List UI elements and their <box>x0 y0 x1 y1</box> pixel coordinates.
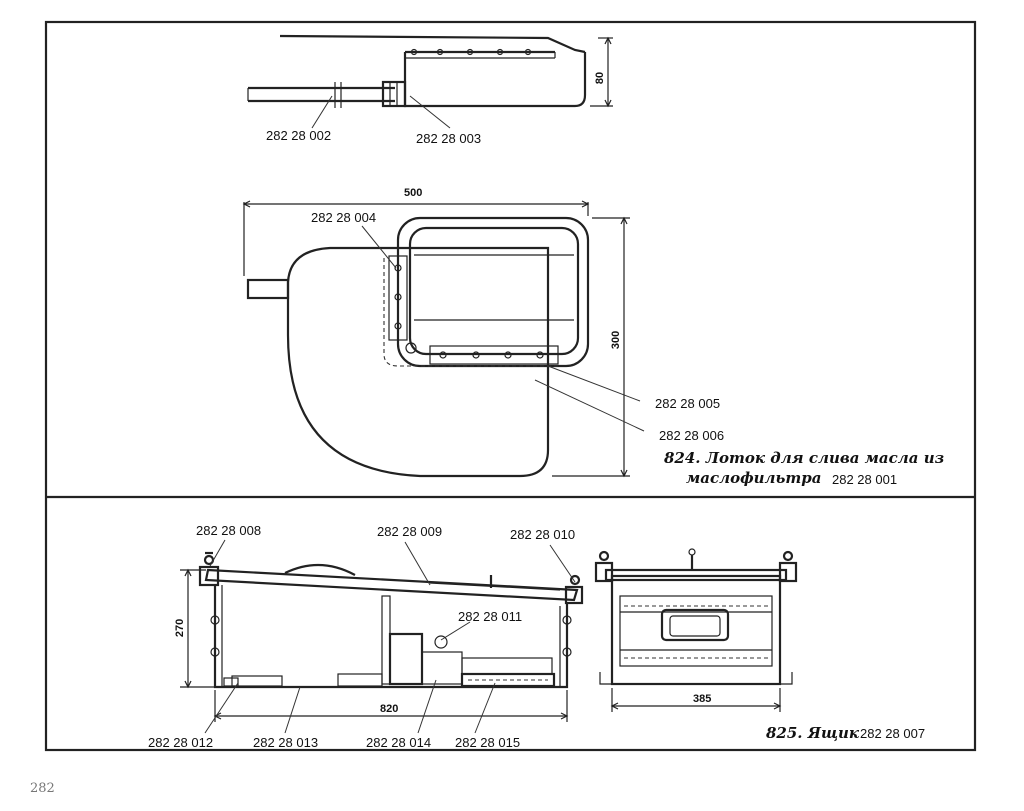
dim-height-270: 270 <box>174 619 186 637</box>
tray-plan-view <box>242 200 645 478</box>
dim-length-820: 820 <box>380 703 398 715</box>
page-number: 282 <box>30 781 55 796</box>
part-label: 282 28 011 <box>458 609 522 624</box>
tray-side-view <box>247 34 613 129</box>
figure-825-caption: 825. Ящик <box>766 724 860 742</box>
part-label: 282 28 015 <box>455 735 520 750</box>
page-frame <box>44 20 977 752</box>
part-label: 282 28 009 <box>377 524 442 539</box>
part-label: 282 28 003 <box>416 131 481 146</box>
box-side-section <box>180 539 584 734</box>
part-label: 282 28 006 <box>659 428 724 443</box>
figure-824-code: 282 28 001 <box>832 472 897 487</box>
dim-width-385: 385 <box>693 693 711 705</box>
box-end-view <box>594 548 798 712</box>
figure-825-code: 282 28 007 <box>860 726 925 741</box>
part-label: 282 28 002 <box>266 128 331 143</box>
dim-width-300: 300 <box>610 331 622 349</box>
part-label: 282 28 014 <box>366 735 431 750</box>
figure-824-caption: 824. Лоток для слива масла из <box>664 449 944 467</box>
figure-824-caption-line2: маслофильтра <box>686 469 821 487</box>
part-label: 282 28 013 <box>253 735 318 750</box>
part-label: 282 28 008 <box>196 523 261 538</box>
part-label: 282 28 010 <box>510 527 575 542</box>
part-label: 282 28 005 <box>655 396 720 411</box>
dim-length-500: 500 <box>404 187 422 199</box>
dim-height-80: 80 <box>594 72 606 84</box>
part-label: 282 28 004 <box>311 210 376 225</box>
part-label: 282 28 012 <box>148 735 213 750</box>
